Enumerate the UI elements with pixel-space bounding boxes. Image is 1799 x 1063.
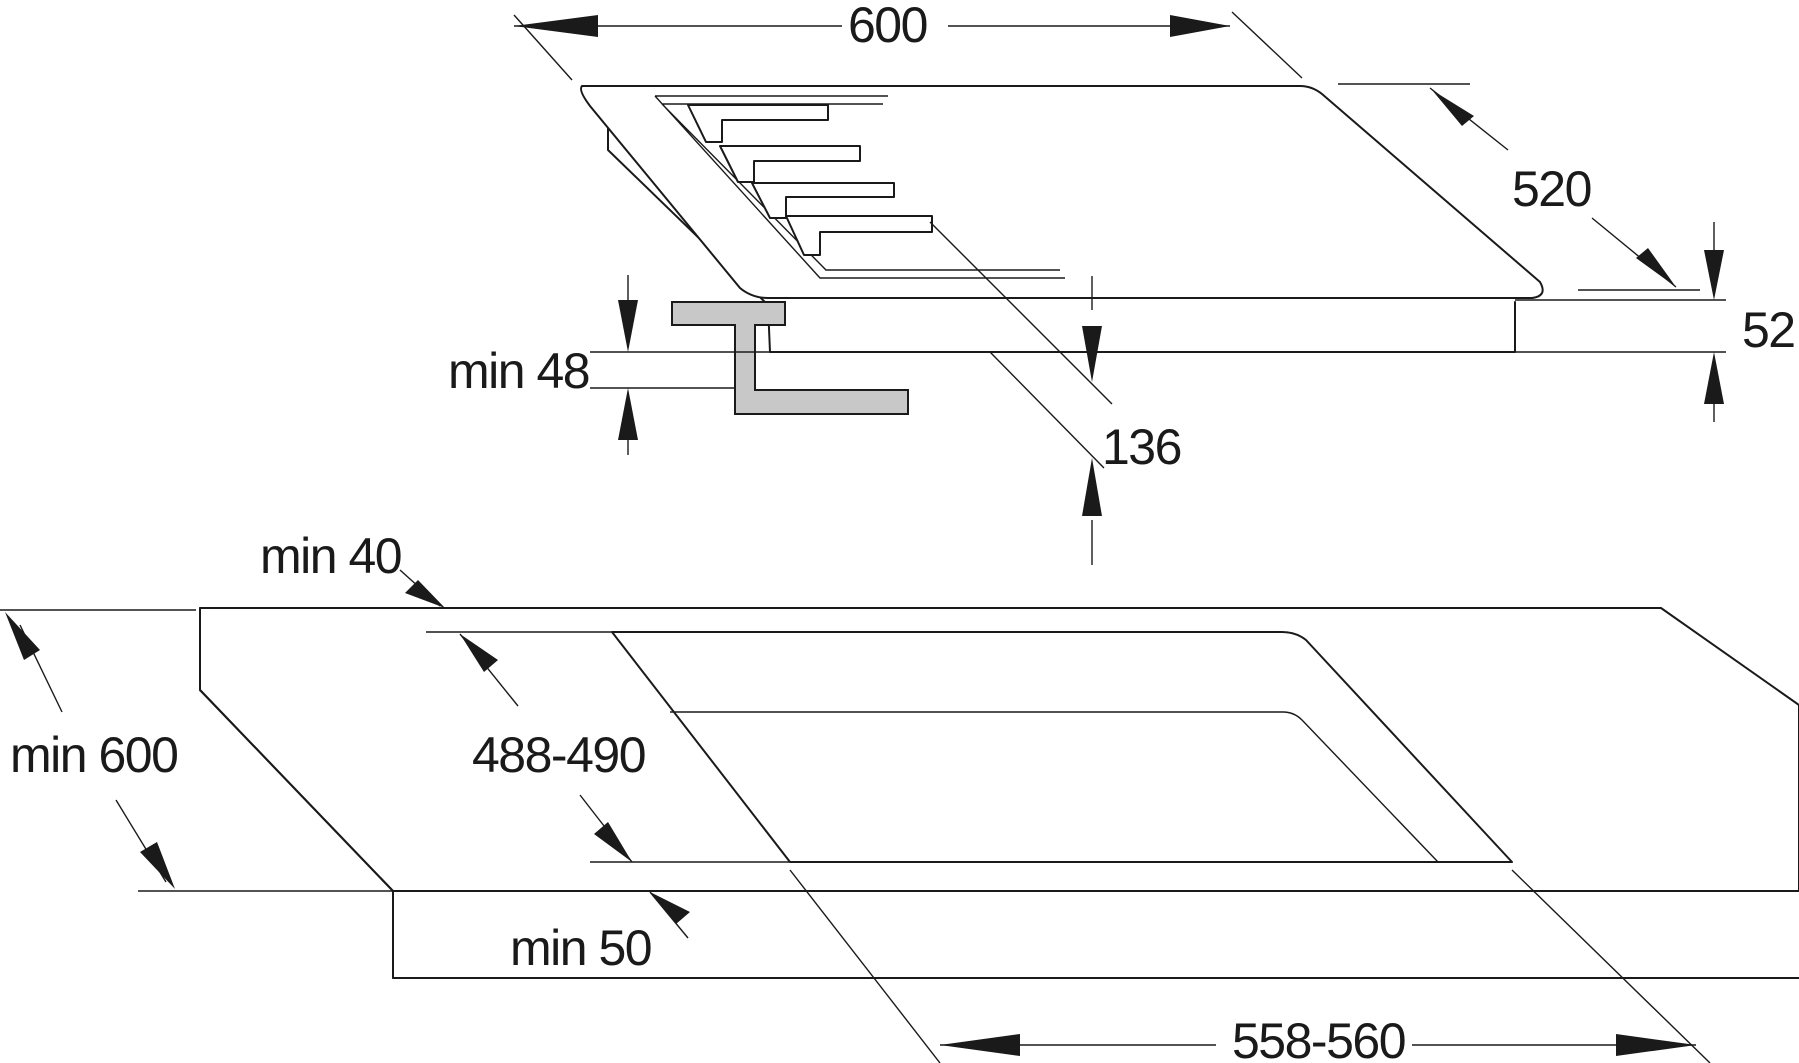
control-buttons <box>687 104 933 256</box>
mounting-bracket <box>671 301 909 415</box>
label-cutout-width: 558-560 <box>1232 1013 1405 1063</box>
label-hob-depth: 520 <box>1512 161 1591 217</box>
hob-top-plate <box>580 85 1544 299</box>
label-worktop-depth-min: min 600 <box>10 727 177 783</box>
label-cutout-front-min: min 50 <box>510 920 651 976</box>
label-cutout-back-min: min 40 <box>260 528 401 584</box>
label-hob-height: 52 <box>1742 302 1795 358</box>
dimension-lines <box>0 11 1726 1063</box>
hob <box>580 85 1544 353</box>
cutout <box>611 631 1513 863</box>
control-panel <box>654 95 1065 279</box>
worktop <box>199 607 1799 979</box>
label-hob-width: 600 <box>848 0 927 53</box>
label-below-clearance: 136 <box>1102 419 1181 475</box>
label-cutout-depth: 488-490 <box>472 727 645 783</box>
label-bracket-min: min 48 <box>448 343 589 399</box>
